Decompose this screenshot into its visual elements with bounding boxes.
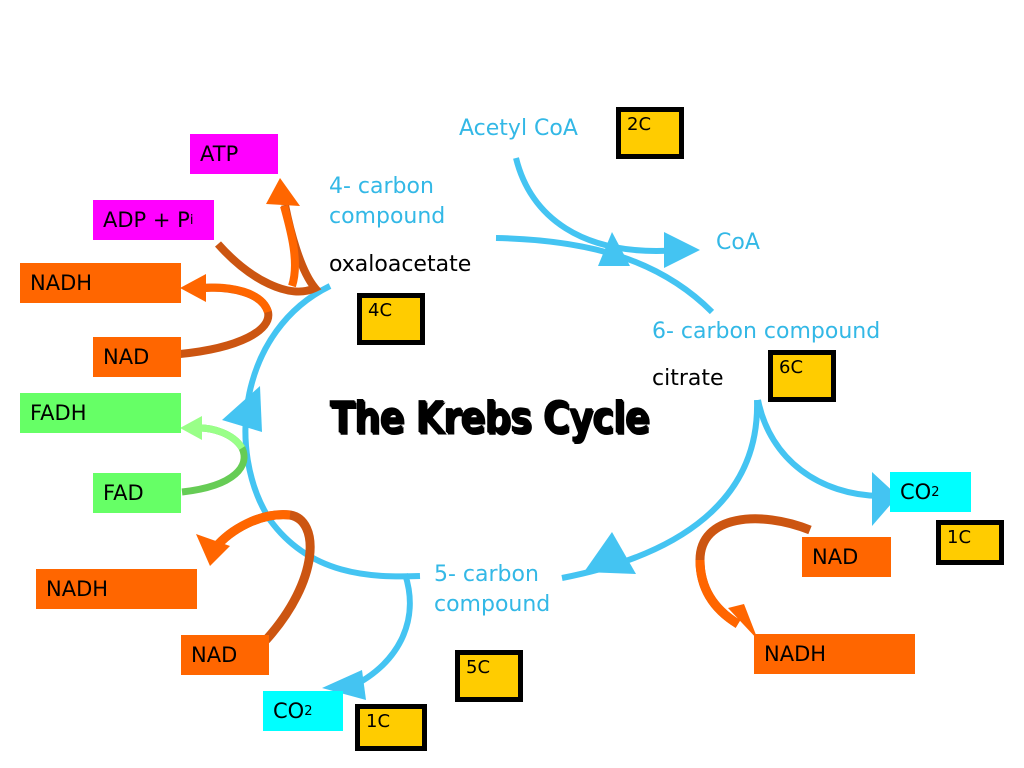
nad-right-label: NAD bbox=[812, 545, 859, 569]
adp-subscript: i bbox=[189, 212, 194, 228]
cycle-arrowhead-top bbox=[598, 232, 630, 266]
fadh-label: FADH bbox=[30, 401, 87, 425]
coa-label: CoA bbox=[716, 230, 760, 255]
fadh-arrowhead bbox=[180, 416, 202, 440]
adp-curve-tip bbox=[280, 204, 299, 288]
carbon-count-citrate: 6C bbox=[768, 350, 836, 402]
co2-bottom-subscript: 2 bbox=[304, 703, 313, 719]
fadh-curve-tip bbox=[199, 424, 245, 451]
atp-arrowhead bbox=[266, 178, 300, 206]
co2-bottom-label: CO bbox=[273, 699, 305, 723]
nad-right-box: NAD bbox=[802, 537, 891, 577]
nad-top-label: NAD bbox=[103, 345, 150, 369]
coa-arrowhead bbox=[664, 232, 700, 268]
carbon-count-five-carbon: 5C bbox=[455, 650, 523, 702]
nadh-bottom-left-label: NADH bbox=[46, 577, 109, 601]
nad-top-box: NAD bbox=[93, 337, 181, 377]
five-carbon-label-line1: 5- carbon bbox=[434, 562, 539, 587]
co2-bottom-curve bbox=[343, 573, 413, 693]
nadh-top-box: NADH bbox=[20, 263, 181, 303]
cycle-arrowhead-bottom-right bbox=[584, 532, 636, 574]
diagram-title: The Krebs Cycle bbox=[330, 393, 651, 444]
nadh-bottom-left-box: NADH bbox=[36, 569, 197, 609]
acetyl-coa-curve bbox=[513, 157, 681, 254]
co2-bottom-arrowhead bbox=[322, 670, 366, 700]
co2-right-arrowhead bbox=[872, 472, 898, 526]
carbon-count-oxaloacetate: 4C bbox=[357, 293, 425, 345]
six-carbon-label: 6- carbon compound bbox=[652, 319, 881, 344]
nadh-top-curve-tip bbox=[204, 283, 272, 314]
acetyl-coa-label: Acetyl CoA bbox=[459, 116, 578, 141]
citrate-label: citrate bbox=[652, 366, 724, 391]
fad-box: FAD bbox=[93, 473, 181, 513]
adp-label: ADP + P bbox=[103, 208, 190, 232]
nadh-right-tip bbox=[695, 559, 741, 628]
carbon-count-acetyl: 2C bbox=[616, 107, 684, 159]
nadh-bottom-left-arrowhead bbox=[196, 534, 230, 566]
carbon-count-co2-right: 1C bbox=[936, 520, 1004, 565]
co2-right-subscript: 2 bbox=[931, 484, 940, 500]
co2-right-curve bbox=[755, 399, 881, 499]
four-carbon-label-line1: 4- carbon bbox=[329, 174, 434, 199]
adp-to-atp-curve bbox=[215, 204, 322, 296]
four-carbon-label-line2: compound bbox=[329, 204, 446, 229]
fadh-box: FADH bbox=[20, 393, 181, 433]
nadh-top-arrowhead bbox=[180, 274, 206, 302]
carbon-count-co2-bottom: 1C bbox=[355, 704, 427, 751]
atp-box: ATP bbox=[190, 134, 278, 174]
nad-bottom-left-label: NAD bbox=[191, 643, 238, 667]
nadh-right-box: NADH bbox=[754, 634, 915, 674]
atp-label: ATP bbox=[200, 142, 239, 166]
cycle-arc-left bbox=[242, 283, 421, 580]
nadh-right-label: NADH bbox=[764, 642, 827, 666]
oxaloacetate-label: oxaloacetate bbox=[329, 252, 472, 277]
nadh-right-arrowhead bbox=[728, 604, 758, 640]
co2-right-label: CO bbox=[900, 480, 932, 504]
nadh-top-label: NADH bbox=[30, 271, 93, 295]
five-carbon-label-line2: compound bbox=[434, 592, 551, 617]
fad-label: FAD bbox=[103, 481, 144, 505]
cycle-arrowhead-left bbox=[222, 386, 262, 432]
nad-bottom-left-box: NAD bbox=[181, 635, 269, 675]
